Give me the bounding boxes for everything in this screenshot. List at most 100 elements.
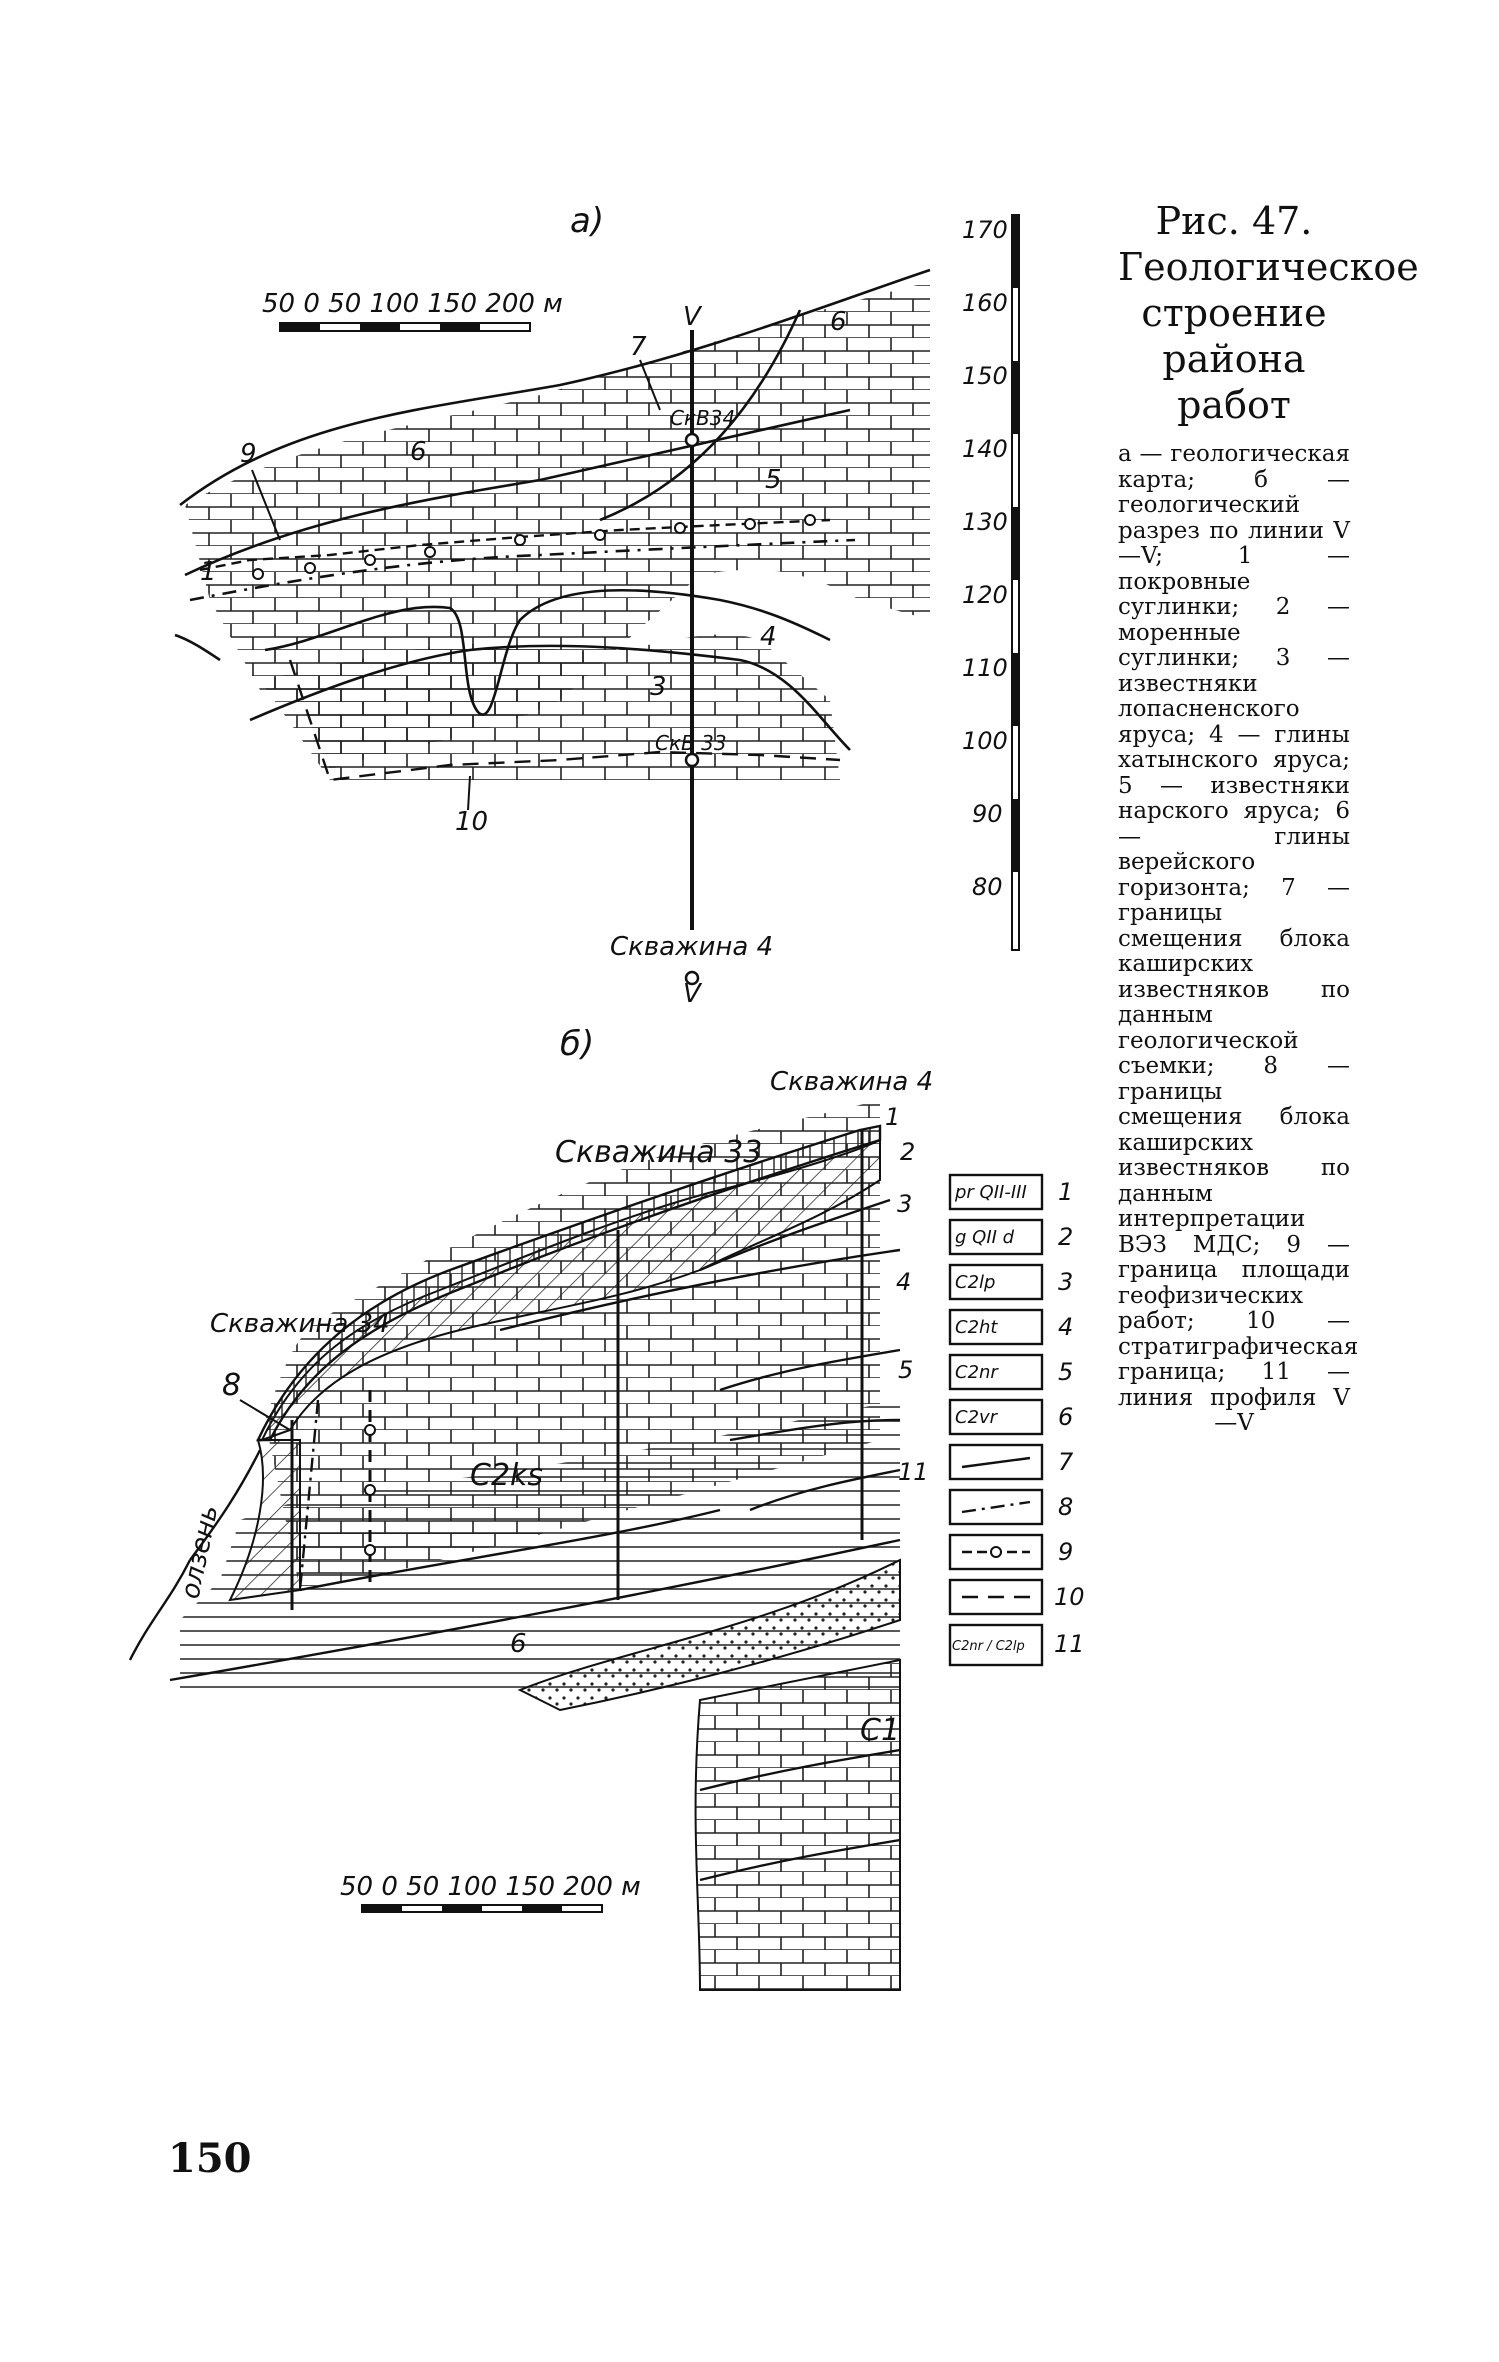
map-area-9: 9 [240, 439, 257, 469]
section-scale-bar [361, 1904, 603, 1913]
map-area-labels: 1 3 4 5 6 6 7 9 10 [200, 307, 847, 837]
leader-7 [639, 359, 661, 411]
section-layer-boundaries [128, 1198, 901, 1882]
section-well-33-label: Скважина 33 [555, 1135, 762, 1170]
caption-title: Рис. 47. Геологическое строение района р… [1118, 199, 1419, 427]
legend-num-10: 10 [1054, 1583, 1085, 1611]
legend-symbol-1: pr QII-III [954, 1182, 1027, 1203]
axis-tick-110: 110 [962, 654, 1008, 682]
section-layer-6: 6 [510, 1629, 527, 1659]
page-number: 150 [168, 2135, 252, 2182]
map-label: а) [570, 201, 604, 241]
figure-caption: Рис. 47. Геологическое строение района р… [1118, 198, 1419, 1437]
edge-number-1: 1 [885, 1103, 900, 1131]
section-boundary-9-circles [364, 1424, 376, 1556]
axis-tick-160: 160 [962, 289, 1008, 317]
legend-num-3: 3 [1058, 1268, 1073, 1296]
geologic-map: а) 50 0 50 100 150 200 м [174, 201, 931, 1009]
boundary-clay-6 [179, 268, 931, 507]
map-boundaries [174, 268, 931, 751]
well-33-marker [684, 752, 700, 768]
profile-bottom-label: V [683, 979, 703, 1009]
section-well-4-label: Скважина 4 [770, 1067, 933, 1097]
leader-9 [251, 469, 281, 541]
edge-number-4: 4 [896, 1268, 911, 1296]
leader-10 [467, 775, 471, 811]
section-boundary-8 [298, 1399, 320, 1591]
map-scale-label: 50 0 50 100 150 200 м [262, 289, 563, 319]
legend-num-2: 2 [1058, 1223, 1073, 1251]
axis-tick-90: 90 [972, 800, 1003, 828]
legend-symbol-3: C2lp [955, 1272, 995, 1293]
axis-tick-140: 140 [962, 435, 1008, 463]
section-label: б) [560, 1024, 594, 1064]
well-34-marker [684, 432, 700, 448]
boundary-lower [249, 644, 851, 751]
axis-tick-150: 150 [962, 362, 1008, 390]
legend-symbol-11: C2nr / C2lp [952, 1639, 1025, 1654]
axis-tick-120: 120 [962, 581, 1008, 609]
map-boundary-9-circles [252, 514, 816, 580]
section-mark-8: 8 [222, 1368, 241, 1403]
caption-body: а — геологическая карта; б — геологическ… [1118, 441, 1359, 1436]
boundary-8 [189, 538, 856, 602]
boundary-7 [184, 408, 851, 577]
legend-symbol-2: g QII d [955, 1227, 1015, 1248]
edge-number-5: 5 [898, 1356, 913, 1384]
map-area-6-left: 6 [410, 437, 427, 467]
legend: pr QII-III g QII d C2lp C2ht C2nr C2vr C… [948, 1173, 1085, 1667]
axis-tick-100: 100 [962, 727, 1008, 755]
well-33-label: СкВ 33 [655, 731, 727, 755]
legend-num-11: 11 [1054, 1630, 1085, 1658]
section-cover-loam [256, 1124, 882, 1442]
map-area-1: 1 [200, 557, 217, 587]
legend-num-4: 4 [1058, 1313, 1073, 1341]
edge-number-11: 11 [898, 1458, 929, 1486]
map-area-4: 4 [760, 622, 777, 652]
section-well-34-label: Скважина 34 [210, 1309, 390, 1339]
axis-tick-170: 170 [962, 216, 1008, 244]
legend-num-5: 5 [1058, 1358, 1073, 1386]
axis-tick-130: 130 [962, 508, 1008, 536]
legend-symbol-5: C2nr [955, 1362, 999, 1383]
legend-symbol-4: C2ht [955, 1317, 998, 1338]
map-area-5: 5 [765, 465, 782, 495]
map-area-10: 10 [455, 807, 488, 837]
boundary-top-right [599, 309, 802, 522]
section-layer-c1: C1 [860, 1713, 900, 1748]
map-area-6-right: 6 [830, 307, 847, 337]
map-scale-bar [279, 322, 531, 332]
edge-number-2: 2 [900, 1138, 915, 1166]
legend-num-7: 7 [1058, 1448, 1074, 1476]
legend-boxes [948, 1173, 1044, 1667]
profile-top-label: V [683, 302, 703, 332]
leader-8 [239, 1399, 291, 1431]
geologic-section: б) [128, 1024, 933, 1991]
map-boundary-10 [288, 659, 841, 782]
axis-tick-80: 80 [972, 873, 1003, 901]
map-area-3: 3 [650, 672, 667, 702]
map-lower-limestone [260, 634, 840, 780]
section-sand-lens [517, 1558, 901, 1712]
boundary-3-4 [264, 588, 831, 716]
legend-num-1: 1 [1058, 1178, 1073, 1206]
legend-symbol-6: C2vr [955, 1407, 999, 1428]
well-4-marker [684, 970, 700, 986]
map-limestone-area [185, 282, 930, 770]
section-scale-label: 50 0 50 100 150 200 м [340, 1872, 641, 1902]
elevation-axis: 170 160 150 140 130 120 110 100 90 80 [962, 214, 1020, 951]
section-layer-c2ks: C2ks [470, 1458, 543, 1493]
section-c1-body [694, 1658, 901, 1991]
well-4-label: Скважина 4 [610, 932, 773, 962]
map-geophysical-area-boundary [199, 518, 831, 572]
legend-num-6: 6 [1058, 1403, 1073, 1431]
legend-9-circle [990, 1546, 1002, 1558]
section-slump [228, 1439, 301, 1602]
map-area-7: 7 [630, 332, 647, 362]
edge-number-3: 3 [897, 1190, 912, 1218]
section-edge-numbers: 1 2 3 4 5 11 [885, 1103, 929, 1486]
legend-num-8: 8 [1058, 1493, 1073, 1521]
legend-num-9: 9 [1058, 1538, 1073, 1566]
boundary-left [174, 633, 221, 662]
